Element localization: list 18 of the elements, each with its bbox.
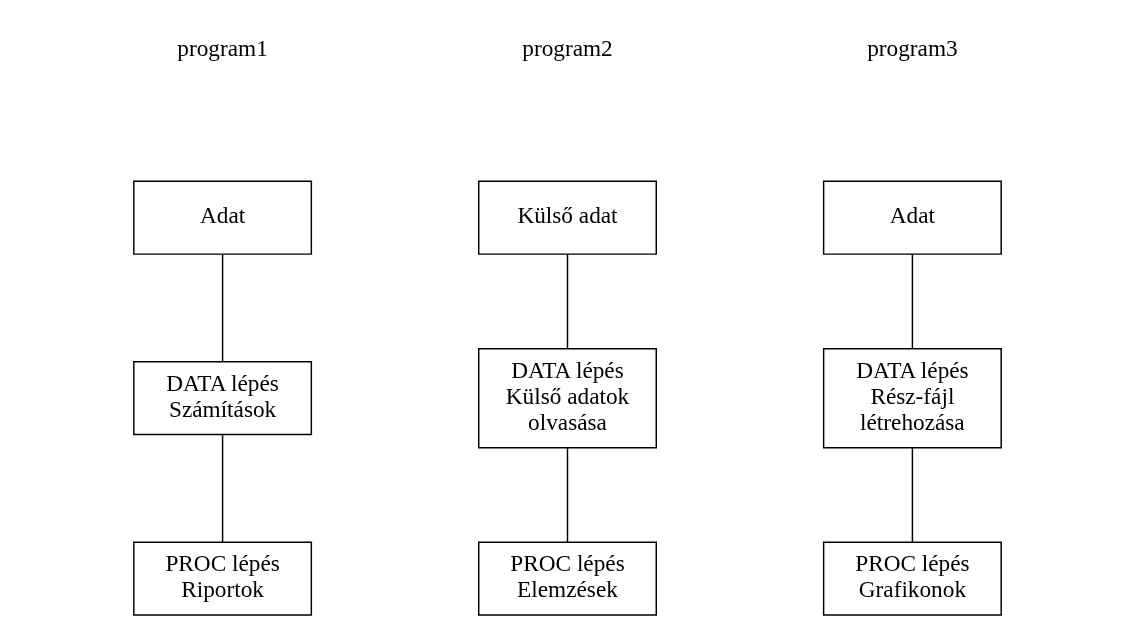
label: program2: [521, 34, 613, 61]
node-box: Adat: [822, 180, 1002, 255]
connector: [221, 253, 223, 363]
connector: [221, 433, 223, 543]
connector: [911, 253, 913, 349]
label: program1: [176, 34, 268, 61]
connector: [911, 446, 913, 543]
node-box: DATA lépés Rész-fájl létrehozása: [822, 347, 1002, 449]
node-box: PROC lépés Riportok: [132, 541, 312, 616]
node-box: PROC lépés Grafikonok: [822, 541, 1002, 616]
node-box: DATA lépés Külső adatok olvasása: [477, 347, 657, 449]
connector: [566, 253, 568, 349]
label: program3: [866, 34, 958, 61]
node-box: DATA lépés Számítások: [132, 361, 312, 436]
node-box: Külső adat: [477, 180, 657, 255]
connector: [566, 446, 568, 543]
node-box: PROC lépés Elemzések: [477, 541, 657, 616]
node-box: Adat: [132, 180, 312, 255]
